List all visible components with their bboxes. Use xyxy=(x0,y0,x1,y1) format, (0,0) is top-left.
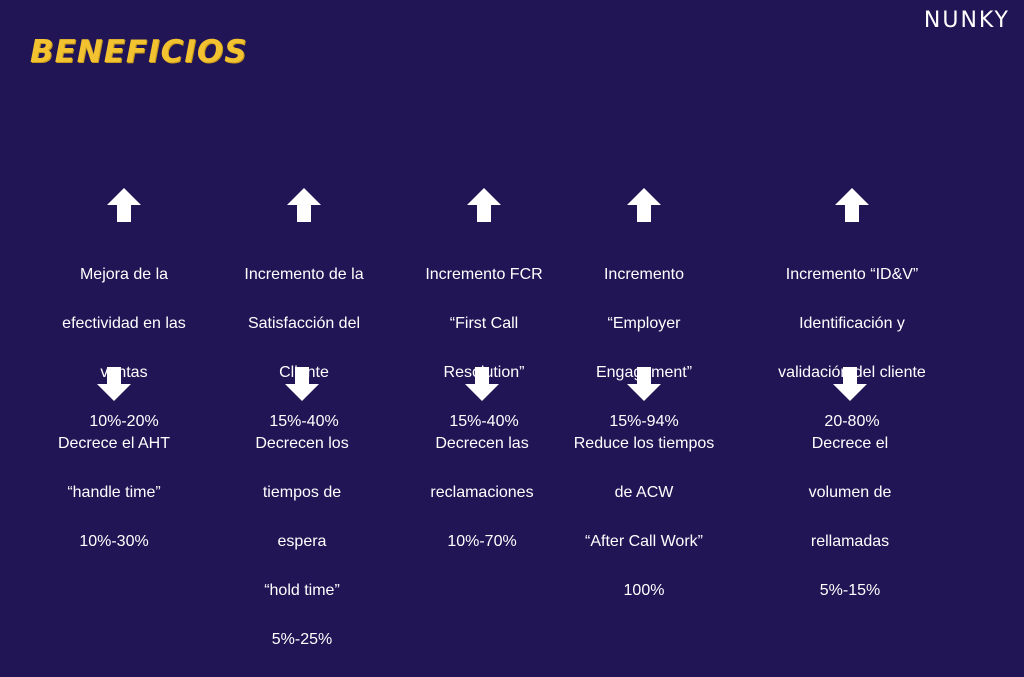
arrow-up-icon xyxy=(835,188,869,222)
benefit-up-1-line-1: Mejora de la xyxy=(79,265,169,283)
arrow-up-icon xyxy=(467,188,501,222)
benefit-down-2-line-1: Decrecen los xyxy=(255,434,349,452)
arrow-down-icon xyxy=(285,367,319,401)
benefit-up-1: Mejora de la efectividad en las ventas 1… xyxy=(24,186,224,459)
benefit-down-2: Decrecen los tiempos de espera “hold tim… xyxy=(202,365,402,677)
arrow-down-icon xyxy=(97,367,131,401)
benefit-down-3-line-2: reclamaciones xyxy=(430,483,534,501)
benefit-up-4-line-1: Incremento xyxy=(603,265,685,283)
benefit-down-3-value: 10%-70% xyxy=(447,532,517,550)
benefit-down-4-line-3: “After Call Work” xyxy=(585,532,703,550)
benefit-down-5-line-1: Decrece el xyxy=(811,434,889,452)
arrow-up-icon xyxy=(287,188,321,222)
benefit-up-2: Incremento de la Satisfacción del Client… xyxy=(204,186,404,459)
benefit-up-3-value: 15%-40% xyxy=(449,412,519,430)
benefit-up-4: Incremento “Employer Engagement” 15%-94% xyxy=(544,186,744,459)
benefit-down-2-value: 5%-25% xyxy=(271,630,333,648)
benefit-up-4-value: 15%-94% xyxy=(609,412,679,430)
benefit-down-4: Reduce los tiempos de ACW “After Call Wo… xyxy=(544,365,744,628)
arrow-up-icon xyxy=(107,188,141,222)
benefit-up-2-value: 15%-40% xyxy=(269,412,339,430)
benefit-down-5-line-2: volumen de xyxy=(808,483,892,501)
benefit-up-2-line-1: Incremento de la xyxy=(244,265,364,283)
benefit-down-1: Decrece el AHT “handle time” 10%-30% xyxy=(14,365,214,579)
benefit-down-2-line-3: espera xyxy=(277,532,327,550)
benefit-down-4-value: 100% xyxy=(623,581,665,599)
benefit-up-5-line-3: validación del cliente xyxy=(778,363,926,381)
benefit-up-4-line-2: “Employer xyxy=(607,314,681,332)
benefit-up-1-line-2: efectividad en las xyxy=(62,314,186,332)
arrow-down-icon xyxy=(627,367,661,401)
slide: BENEFICIOS NUNKY Mejora de la efectivida… xyxy=(24,8,1010,648)
benefit-down-1-value: 10%-30% xyxy=(79,532,149,550)
benefit-down-3: Decrecen las reclamaciones 10%-70% xyxy=(382,365,582,579)
benefit-up-3-line-1: Incremento FCR xyxy=(425,265,543,283)
benefit-up-5-line-1: Incremento “ID&V” xyxy=(785,265,919,283)
benefit-up-1-value: 10%-20% xyxy=(89,412,159,430)
nunky-logo: NUNKY xyxy=(923,8,1010,33)
arrow-up-icon xyxy=(627,188,661,222)
benefit-down-2-line-4: “hold time” xyxy=(264,581,340,599)
benefit-up-5: Incremento “ID&V” Identificación y valid… xyxy=(752,186,952,459)
benefit-up-5-line-2: Identificación y xyxy=(799,314,905,332)
page-title: BENEFICIOS xyxy=(30,34,248,70)
benefit-down-5-line-3: rellamadas xyxy=(810,532,890,550)
benefit-down-4-line-1: Reduce los tiempos xyxy=(573,434,715,452)
benefit-down-4-line-2: de ACW xyxy=(614,483,674,501)
benefit-down-3-line-1: Decrecen las xyxy=(435,434,529,452)
benefit-down-2-line-2: tiempos de xyxy=(262,483,342,501)
arrow-down-icon xyxy=(465,367,499,401)
benefit-down-1-line-2: “handle time” xyxy=(67,483,161,501)
benefit-down-1-line-1: Decrece el AHT xyxy=(57,434,171,452)
benefit-up-3-line-2: “First Call xyxy=(449,314,519,332)
arrow-down-icon xyxy=(833,367,867,401)
benefit-up-2-line-2: Satisfacción del xyxy=(247,314,361,332)
benefit-down-5-value: 5%-15% xyxy=(819,581,881,599)
benefit-up-5-value: 20-80% xyxy=(824,412,880,430)
benefit-down-5: Decrece el volumen de rellamadas 5%-15% xyxy=(750,365,950,628)
